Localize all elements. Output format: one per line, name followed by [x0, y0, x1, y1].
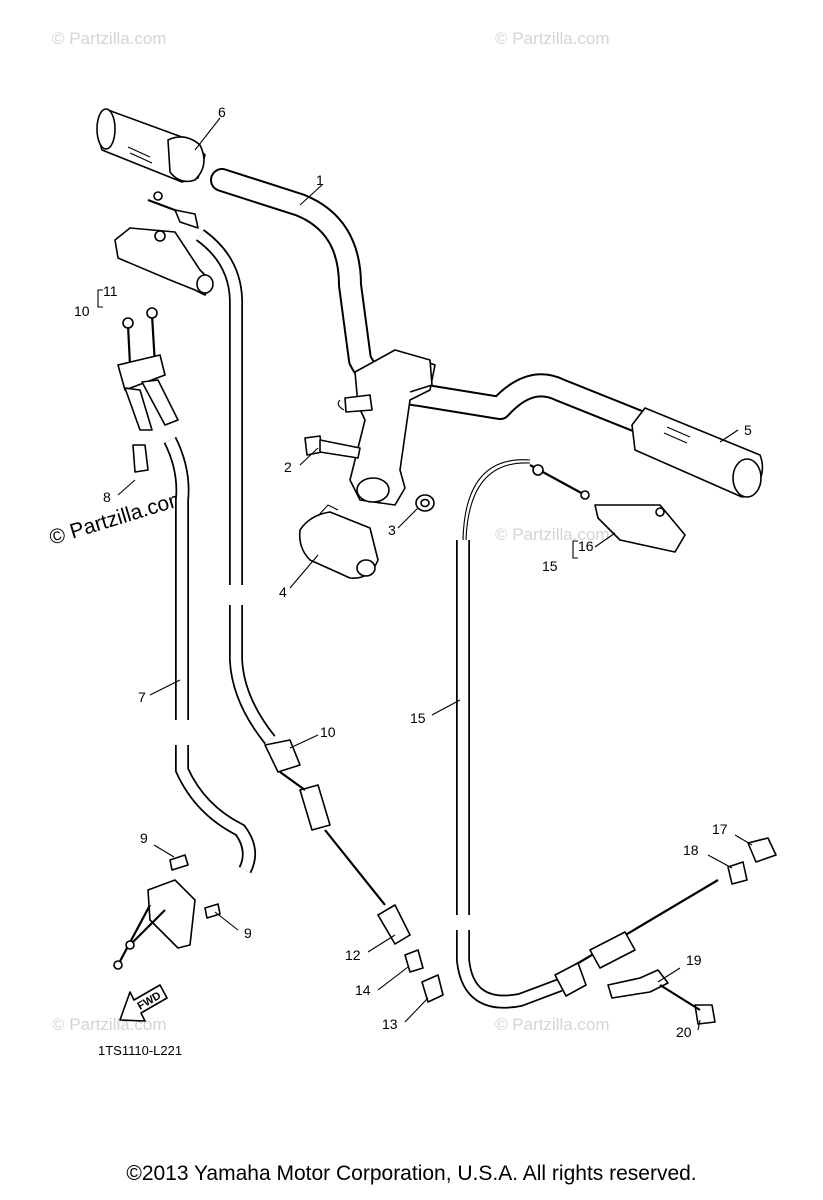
watermark: © Partzilla.com	[52, 29, 167, 48]
callout-9: 9	[140, 830, 148, 846]
callout-18: 18	[683, 842, 699, 858]
watermark: © Partzilla.com	[495, 525, 610, 544]
collar	[415, 494, 435, 512]
throttle-cables	[117, 307, 179, 473]
leader-lines	[97, 117, 753, 1031]
parts-17-20	[607, 837, 777, 1025]
callout-16: 16	[578, 538, 594, 554]
callout-5: 5	[744, 422, 752, 438]
diagram-code: 1TS1110-L221	[98, 1043, 182, 1058]
callout-4: 4	[279, 584, 287, 600]
callouts: 1 2 3 4 5 6 7 8 9 9 10 10 11 12 13 14 15…	[74, 104, 752, 1040]
callout-12: 12	[345, 947, 361, 963]
callout-3: 3	[388, 522, 396, 538]
callout-6: 6	[218, 104, 226, 120]
callout-15: 15	[542, 558, 558, 574]
cables	[163, 229, 563, 1009]
cable-adjuster-10	[264, 739, 386, 906]
nut-13	[421, 974, 444, 1003]
callout-14: 14	[355, 982, 371, 998]
lever-holder-left	[114, 227, 214, 296]
callout-1: 1	[316, 172, 324, 188]
watermark-center: © Partzilla.com	[47, 486, 189, 549]
throttle-housing-lower	[113, 854, 221, 970]
cable-end-upper	[147, 191, 199, 229]
callout-2: 2	[284, 459, 292, 475]
watermark: © Partzilla.com	[52, 1015, 167, 1034]
callout-11: 11	[103, 283, 118, 299]
copyright-footer: ©2013 Yamaha Motor Corporation, U.S.A. A…	[126, 1162, 697, 1185]
callout-9: 9	[244, 925, 252, 941]
adjuster-nut-12	[377, 904, 411, 945]
callout-17: 17	[712, 821, 728, 837]
watermark: © Partzilla.com	[495, 1015, 610, 1034]
right-grip	[631, 407, 764, 498]
callout-8: 8	[103, 489, 111, 505]
joint-14	[404, 949, 424, 973]
callout-10: 10	[74, 303, 90, 319]
brake-cable-rod	[554, 879, 719, 997]
fwd-label: FWD	[136, 990, 164, 1013]
lever-holder-right	[529, 464, 686, 553]
watermark: © Partzilla.com	[495, 29, 610, 48]
left-grip	[96, 108, 206, 183]
handlebar	[210, 168, 672, 442]
callout-15: 15	[410, 710, 426, 726]
callout-20: 20	[676, 1024, 692, 1040]
callout-10: 10	[320, 724, 336, 740]
callout-19: 19	[686, 952, 702, 968]
callout-13: 13	[382, 1016, 398, 1032]
callout-7: 7	[138, 689, 146, 705]
bolt	[304, 435, 361, 459]
lower-clamp	[298, 504, 379, 579]
handlebar-clamp	[337, 349, 436, 506]
